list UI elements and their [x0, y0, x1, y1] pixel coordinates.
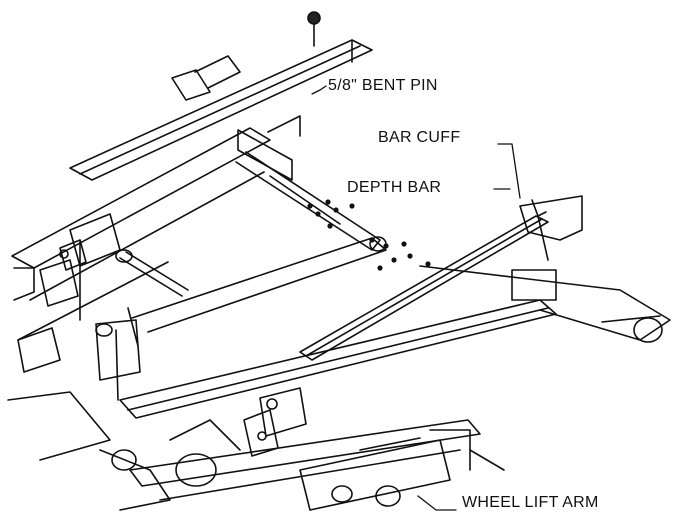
wheel-lift-arm	[299, 429, 505, 511]
hardware-bolts	[307, 199, 431, 271]
left-lower-structure	[7, 391, 241, 511]
depth-bar-label: DEPTH BAR	[347, 179, 442, 196]
lower-front-beam	[119, 299, 557, 419]
left-pivot-brackets	[17, 213, 121, 373]
front-vertical-bracket	[95, 319, 141, 401]
depth-bar	[299, 215, 549, 361]
bent-pin-label: 5/8" BENT PIN	[328, 77, 438, 94]
top-bolt-icon	[307, 11, 321, 47]
rear-crossmembers	[235, 115, 381, 251]
top-hitch-bar	[69, 39, 373, 181]
center-bracket	[243, 387, 307, 457]
left-frame-rail	[11, 127, 271, 341]
bar-cuff-label: BAR CUFF	[378, 129, 461, 146]
leader-lines	[311, 85, 521, 511]
bottom-long-beam	[129, 419, 481, 501]
right-outrigger	[419, 265, 671, 343]
wheel-lift-arm-label: WHEEL LIFT ARM	[462, 494, 599, 511]
depth-screw-rod	[115, 249, 189, 297]
center-crossbar	[127, 236, 387, 347]
bar-cuff	[519, 195, 583, 261]
